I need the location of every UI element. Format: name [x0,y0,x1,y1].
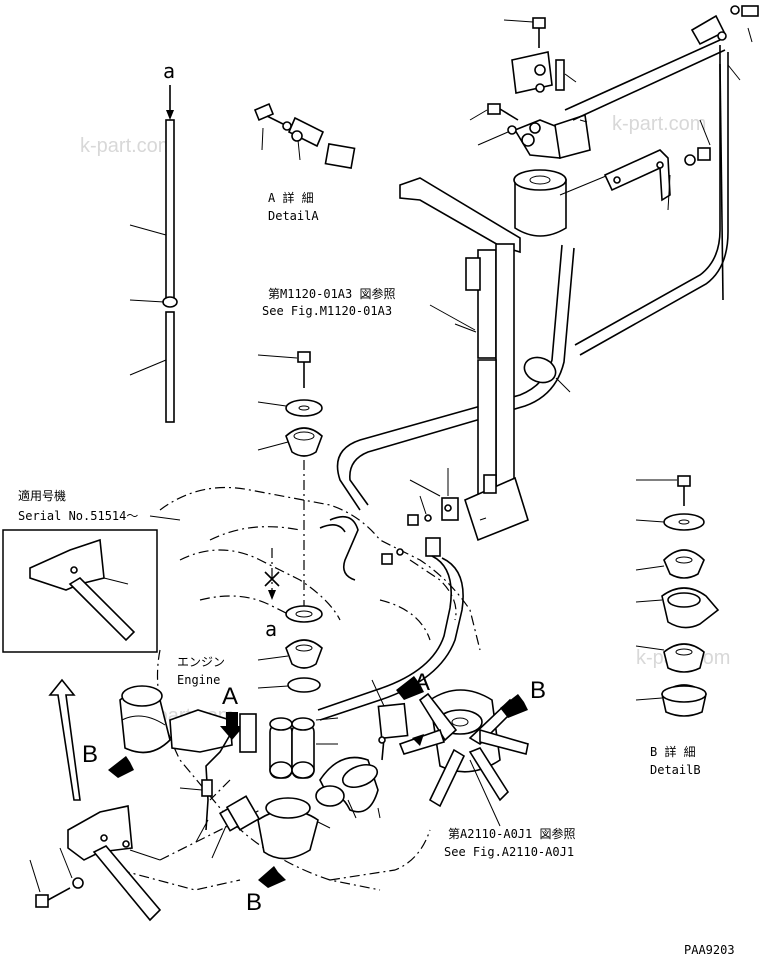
arrow-b-bottom-marker [258,866,286,888]
pipe-clamps [317,468,487,721]
hoses [257,717,381,860]
label-b-bottom: B [246,889,262,916]
watermark: k-part.com [612,113,706,135]
engine-label-jp: エンジン [177,655,225,669]
sensor-harness [179,713,261,859]
ref-a2110-en: See Fig.A2110-A0J1 [444,845,574,859]
serial-jp: 適用号機 [18,488,66,503]
engine-label-en: Engine [177,673,220,687]
label-b-right: B [530,677,546,704]
detail-b-title-en: DetailB [650,763,701,777]
serial-en: Serial No.51514～ [18,509,138,523]
label-b-left: B [82,741,98,768]
page-code: PAA9203 [684,943,735,957]
watermark: k-part.com [80,135,174,157]
label-a-small: A [222,683,238,710]
filter-piping [336,5,759,542]
arrow-b-right-marker [500,694,528,718]
ref-a2110-jp: 第A2110-A0J1 図参照 [448,826,575,841]
label-a-mid: a [265,617,277,641]
arrow-up-left [48,678,81,801]
mount-stack-lower [257,605,323,693]
ref-m1120-en: See Fig.M1120-01A3 [262,304,392,318]
dipstick-bracket-lower [29,805,261,922]
serial-detail: 適用号機 Serial No.51514～ [2,488,181,653]
detail-b-title-jp: B 詳 細 [650,744,696,759]
arrow-a-right-marker [396,676,424,700]
fan-assembly [371,679,529,827]
detail-a-title-jp: A 詳 細 [268,190,314,205]
arrow-a-small-marker [220,712,244,740]
dipstick-assembly: a [129,59,178,423]
detail-a-title-en: DetailA [268,209,319,223]
ref-m1120-jp: 第M1120-01A3 図参照 [268,286,395,301]
detail-b: B 詳 細 DetailB [635,475,720,777]
label-a-right: A [414,669,430,696]
label-a-top: a [163,59,175,83]
arrow-b-left-marker [108,756,134,778]
engine-mount-left [119,685,233,754]
detail-a: A 詳 細 DetailA [253,102,356,223]
mount-stack-upper [257,351,323,610]
